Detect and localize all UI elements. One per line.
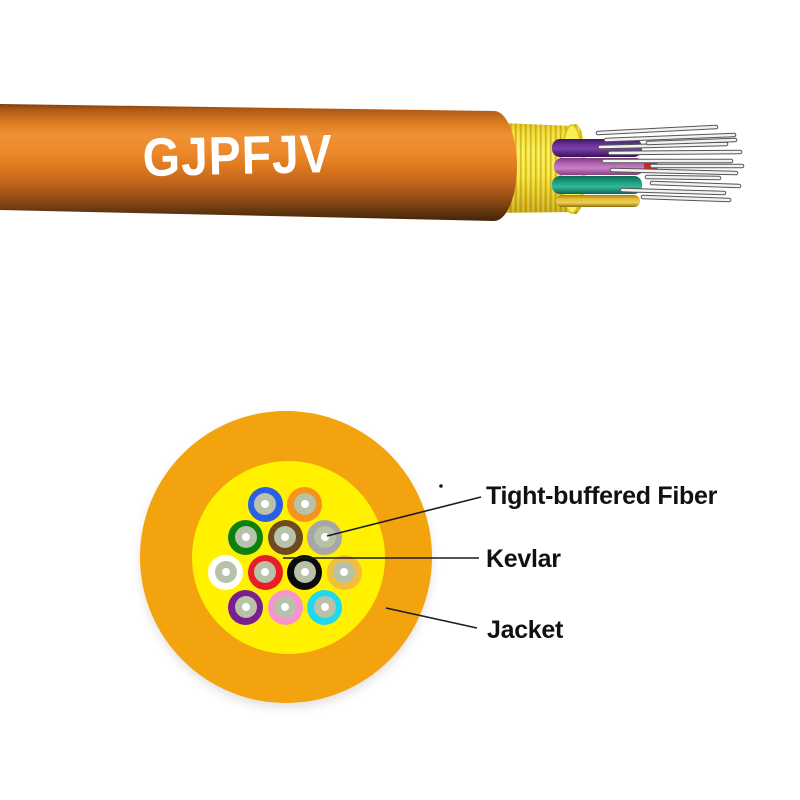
cable-model-label: GJPFJV <box>142 124 333 188</box>
fiber-dot-slate <box>307 519 342 555</box>
fiber-core-dot <box>281 533 289 541</box>
fiber-core-dot <box>261 500 270 508</box>
fiber-dot-yellow <box>326 554 362 590</box>
fiber-dot-red <box>247 554 283 590</box>
label-kevlar: Kevlar <box>486 545 561 573</box>
bare-fiber <box>596 125 718 135</box>
fiber-buffer-ring <box>214 561 237 583</box>
fiber-core-dot <box>320 603 329 611</box>
cable-jacket-body <box>0 104 517 221</box>
fiber-core-dot <box>300 568 309 576</box>
fiber-core-dot <box>261 568 270 576</box>
fiber-buffer-ring <box>254 493 277 515</box>
fiber-core-dot <box>241 603 250 611</box>
label-jacket: Jacket <box>487 616 564 644</box>
buffer-tube-yellow <box>556 195 640 207</box>
annotation-dot <box>439 484 443 488</box>
fiber-dot-white <box>208 554 244 590</box>
fiber-dot-violet <box>228 589 263 625</box>
fiber-buffer-ring <box>333 561 356 583</box>
fiber-dot-blue <box>247 486 283 522</box>
bare-fiber <box>610 168 738 175</box>
bare-fiber <box>641 195 731 202</box>
fiber-core-dot <box>300 500 309 508</box>
fiber-buffer-ring <box>254 561 277 583</box>
fiber-dot-orange <box>287 486 323 522</box>
fiber-dot-black <box>287 554 323 590</box>
bare-fiber <box>620 188 726 195</box>
bare-fiber <box>646 138 737 145</box>
bare-fiber <box>645 175 721 180</box>
fiber-buffer-ring <box>234 596 257 618</box>
fiber-dot-green <box>228 519 263 555</box>
bare-fiber <box>604 133 736 142</box>
fiber-core-dot <box>320 533 329 541</box>
cable-photo: GJPFJV <box>0 104 745 221</box>
fiber-core-dot <box>221 568 230 576</box>
fiber-dot-aqua <box>307 589 342 625</box>
fiber-buffer-ring <box>234 526 257 548</box>
fiber-buffer-ring <box>293 561 316 583</box>
fiber-buffer-ring <box>274 526 296 548</box>
buffer-tube-teal <box>552 176 642 194</box>
fiber-core-dot <box>281 603 289 611</box>
bare-fibers-group <box>595 124 745 203</box>
bare-fiber <box>650 181 741 188</box>
fiber-dot-rose <box>267 589 303 625</box>
bare-fiber <box>608 150 742 155</box>
fiber-dot-brown <box>267 519 303 555</box>
fiber-core-dot <box>340 568 349 576</box>
fiber-core-dot <box>241 533 250 541</box>
fiber-buffer-ring <box>293 493 316 515</box>
fiber-buffer-ring <box>313 526 336 548</box>
fiber-buffer-ring <box>274 596 296 618</box>
fiber-buffer-ring <box>313 596 336 618</box>
bare-fiber <box>598 142 728 149</box>
label-tight-buffered-fiber: Tight-buffered Fiber <box>486 482 718 510</box>
